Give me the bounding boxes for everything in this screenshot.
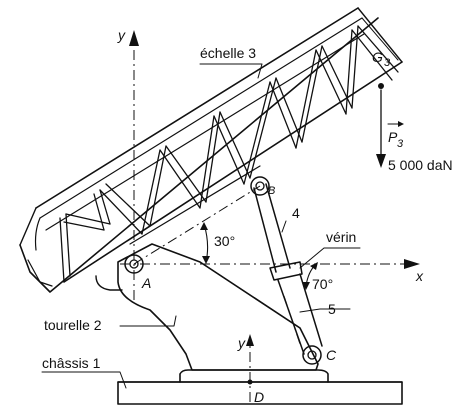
- angle-30-mark: [200, 222, 210, 264]
- point-d-dot: [247, 379, 253, 385]
- angle-70-mark: [302, 262, 318, 290]
- link-4: [250, 176, 291, 273]
- cog-subscript: 3: [384, 57, 391, 69]
- chassis-label: châssis 1: [42, 355, 101, 371]
- x-axis-label: x: [415, 268, 424, 284]
- weight-symbol: P: [388, 129, 398, 145]
- point-d-label: D: [254, 389, 264, 405]
- pin-c-outer: [302, 345, 322, 365]
- weight-subscript: 3: [397, 138, 404, 150]
- cog-dot: [378, 83, 384, 89]
- y2-axis-arrow: [246, 334, 254, 346]
- cylinder-label: vérin: [326, 229, 356, 245]
- weight-vector: [376, 83, 404, 168]
- turret-2-body: [95, 243, 319, 371]
- turret-base: [179, 369, 329, 383]
- part-5-label: 5: [328, 301, 336, 317]
- point-b-label: B: [268, 185, 275, 197]
- leader-lines: [41, 63, 361, 389]
- angle-70-label: 70°: [312, 276, 333, 292]
- point-a-label: A: [141, 275, 151, 291]
- weight-value: 5 000 daN: [388, 157, 453, 173]
- cylinder-5: [269, 261, 323, 365]
- pin-c-inner: [307, 350, 317, 360]
- point-c-label: C: [326, 347, 337, 363]
- axes: [120, 30, 420, 402]
- ladder-label: échelle 3: [200, 45, 256, 61]
- y-axis-label: y: [117, 27, 126, 43]
- part-4-label: 4: [292, 205, 300, 221]
- y2-axis-label: y: [237, 335, 246, 351]
- pin-b-inner: [255, 181, 265, 191]
- ladder-3: [19, 7, 403, 293]
- angle-30-label: 30°: [214, 233, 235, 249]
- turret-label: tourelle 2: [44, 317, 102, 333]
- pin-b-outer: [250, 176, 270, 196]
- cog-label: G: [372, 49, 383, 65]
- chassis-1: [117, 381, 403, 405]
- y-axis-arrow: [129, 30, 139, 46]
- x-axis-arrow: [404, 259, 420, 269]
